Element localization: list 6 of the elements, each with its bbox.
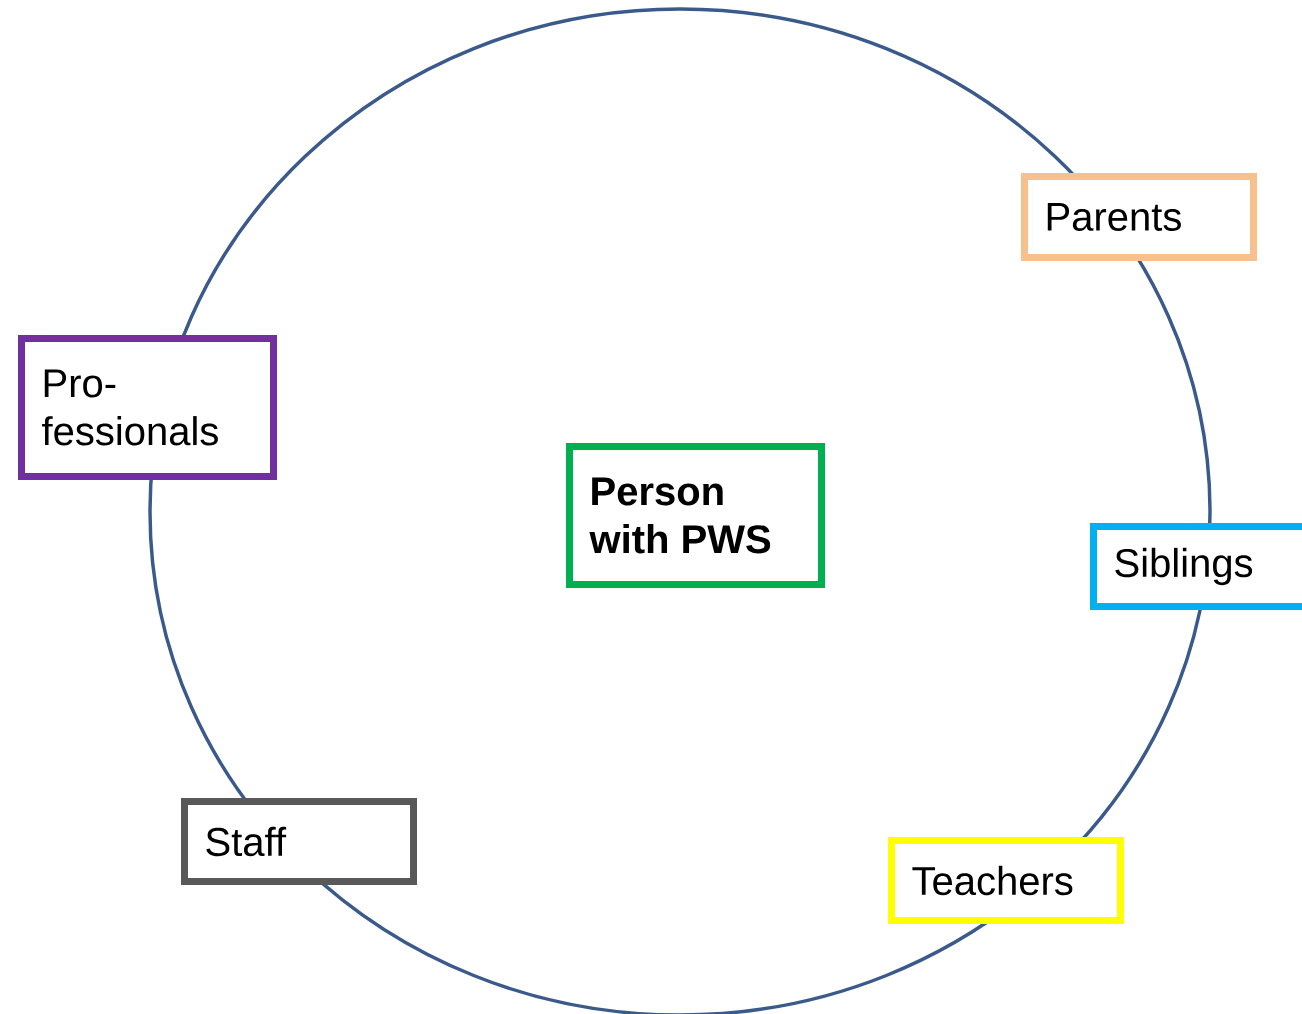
text-box: Teachers — [888, 837, 1124, 924]
text-box: Person with PWS — [566, 443, 825, 588]
text-box: Siblings — [1090, 523, 1302, 610]
text-box: Parents — [1021, 173, 1257, 261]
text-box: Staff — [181, 798, 417, 885]
text-box: Pro- fessionals — [18, 335, 277, 480]
